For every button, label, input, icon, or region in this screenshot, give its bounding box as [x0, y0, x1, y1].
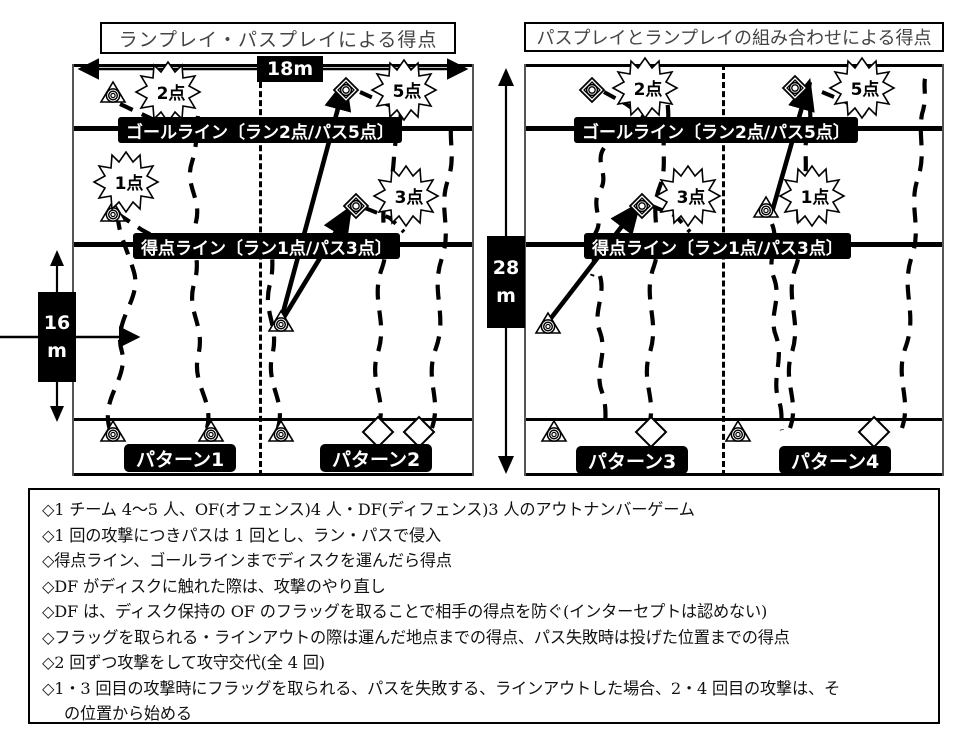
dimension-16m-value: 16: [43, 311, 71, 334]
burst-label-3pt-right: 3点: [676, 187, 706, 208]
burst-label-2pt-right: 2点: [633, 79, 663, 100]
rule-item-8-continued: の位置から始める: [64, 704, 192, 723]
field-left-base-boundary: [74, 473, 472, 476]
field-left-bottom-line: [74, 418, 472, 421]
field-left-center-divider: [259, 64, 262, 476]
rule-item-1: ◇1 チーム 4〜5 人、OF(オフェンス)4 人・DF(ディフェンス)3 人の…: [42, 500, 695, 519]
pattern-label-4: パターン4: [779, 446, 892, 474]
dimension-label-16m: 16 m: [38, 292, 76, 382]
pattern-label-2: パターン2: [320, 444, 433, 472]
burst-label-2pt-left: 2点: [156, 83, 186, 104]
rule-item-7: ◇2 回ずつ攻撃をして攻守交代(全 4 回): [42, 653, 325, 672]
goal-line-label-right: ゴールライン〔ラン2点/パス5点〕: [574, 117, 858, 143]
rule-item-5: ◇DF は、ディスク保持の OF のフラッグを取ることで相手の得点を防ぐ(インタ…: [42, 602, 768, 621]
panel-title-right: パスプレイとランプレイの組み合わせによる得点: [524, 22, 944, 52]
dimension-label-28m: 28 m: [487, 236, 525, 328]
pattern-label-3: パターン3: [576, 446, 689, 474]
field-right-center-divider: [722, 64, 725, 476]
field-right-base-boundary: [526, 473, 942, 476]
goal-line-label-left: ゴールライン〔ラン2点/パス5点〕: [118, 117, 402, 143]
score-line-label-right: 得点ライン〔ラン1点/パス3点〕: [584, 233, 851, 259]
rule-item-3: ◇得点ライン、ゴールラインまでディスクを運んだら得点: [42, 551, 452, 570]
panel-title-left: ランプレイ・パスプレイによる得点: [100, 22, 456, 54]
burst-label-3pt-left: 3点: [394, 187, 424, 208]
rules-box: ◇1 チーム 4〜5 人、OF(オフェンス)4 人・DF(ディフェンス)3 人の…: [28, 488, 940, 724]
dimension-28m-value: 28: [492, 256, 520, 279]
dimension-16m-unit: m: [47, 340, 67, 362]
score-line-label-left: 得点ライン〔ラン1点/パス3点〕: [133, 233, 400, 259]
field-right-bottom-line: [526, 418, 942, 421]
rule-item-6: ◇フラッグを取られる・ラインアウトの際は運んだ地点までの得点、パス失敗時は投げた…: [42, 627, 790, 647]
rule-item-8: ◇1・3 回目の攻撃時にフラッグを取られる、パスを失敗する、ラインアウトした場合…: [42, 678, 840, 698]
burst-label-1pt-right: 1点: [800, 187, 830, 208]
dimension-label-18m: 18m: [257, 56, 323, 82]
dimension-28m-unit: m: [496, 285, 516, 307]
rule-item-2: ◇1 回の攻撃につきパスは 1 回とし、ラン・パスで侵入: [42, 525, 442, 545]
field-right-top-boundary: [526, 64, 942, 67]
burst-label-1pt-left: 1点: [114, 173, 144, 194]
rule-item-4: ◇DF がディスクに触れた際は、攻撃のやり直し: [42, 576, 386, 596]
pattern-label-1: パターン1: [124, 444, 237, 472]
burst-label-5pt-left: 5点: [392, 81, 422, 102]
burst-label-5pt-right: 5点: [850, 79, 880, 100]
